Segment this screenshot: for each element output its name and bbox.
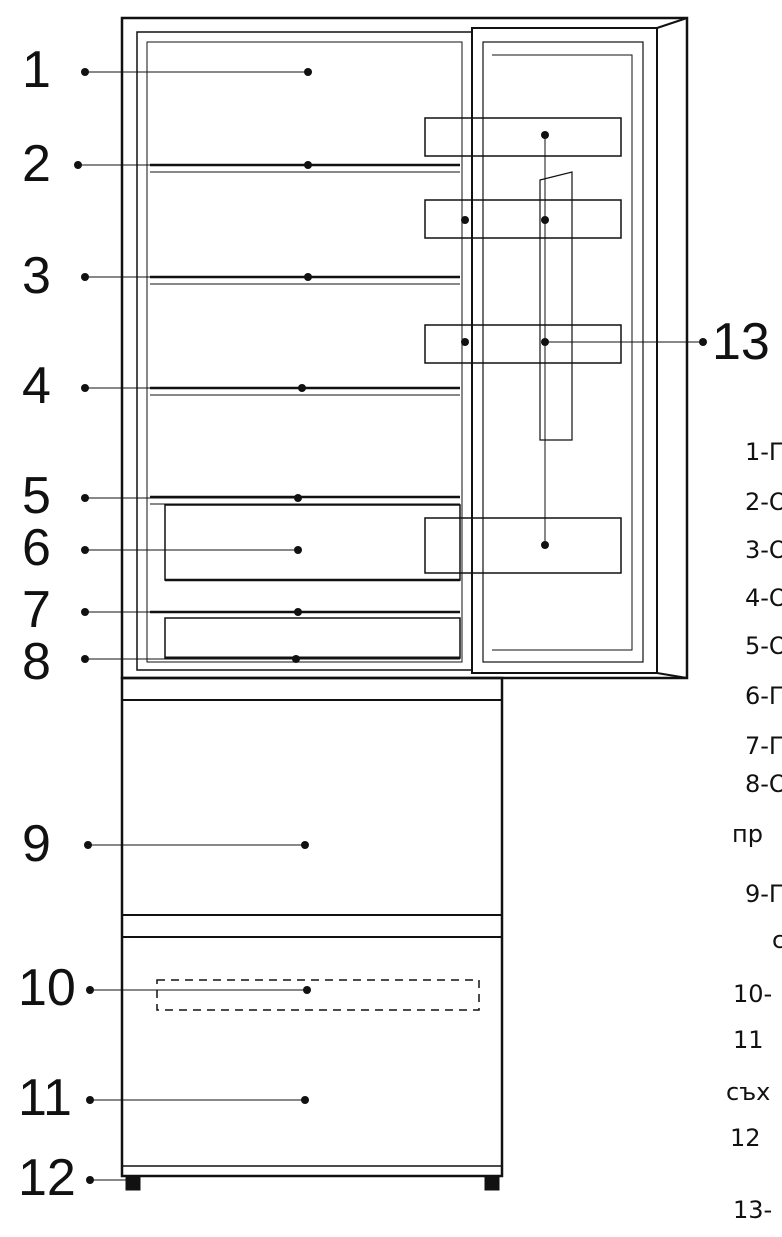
leveling-foot-left	[125, 1175, 141, 1191]
callout-2: 2	[22, 135, 51, 193]
legend-item-2: 2-О	[745, 488, 782, 516]
callout-9: 9	[22, 815, 51, 873]
open-door	[471, 27, 658, 674]
legend-item-13: 13-	[733, 1196, 773, 1224]
callout-4: 4	[22, 357, 51, 415]
legend-item-10: 10-	[733, 980, 773, 1008]
callout-5: 5	[22, 467, 51, 525]
legend-item-4: 4-О	[745, 584, 782, 612]
legend-item-1: 1-Г	[745, 438, 782, 466]
door-balcony-3	[424, 324, 622, 364]
crisper-drawer-6	[164, 504, 461, 581]
callout-1: 1	[22, 41, 51, 99]
legend-item-7: 7-Г	[745, 732, 782, 760]
callout-3: 3	[22, 247, 51, 305]
callout-12: 12	[18, 1149, 76, 1207]
callout-6: 6	[22, 519, 51, 577]
freezer-drawer-10	[156, 979, 480, 1011]
leveling-foot-right	[484, 1175, 500, 1191]
legend-item-8: 8-О	[745, 770, 782, 798]
callout-13: 13	[712, 313, 770, 371]
legend-item-9-cont: с	[772, 926, 782, 954]
callout-8: 8	[22, 633, 51, 691]
legend-item-12: 12	[730, 1124, 761, 1152]
callout-10: 10	[18, 959, 76, 1017]
callout-7: 7	[22, 581, 51, 639]
legend-item-8-cont: пр	[732, 820, 763, 848]
legend-item-6: 6-Г	[745, 682, 782, 710]
door-balcony-2	[424, 199, 622, 239]
legend-item-3: 3-О	[745, 536, 782, 564]
legend-item-11-cont: съх	[726, 1078, 771, 1106]
door-balcony-1	[424, 117, 622, 157]
door-balcony-4	[424, 517, 622, 574]
legend-item-9: 9-Г	[745, 880, 782, 908]
drawer-8	[164, 617, 461, 659]
callout-dots	[74, 68, 707, 1184]
legend-item-5: 5-О	[745, 632, 782, 660]
callout-11: 11	[18, 1069, 72, 1127]
legend-item-11: 11	[733, 1026, 764, 1054]
freezer-section	[120, 676, 504, 1178]
leader-lines	[78, 71, 703, 1181]
